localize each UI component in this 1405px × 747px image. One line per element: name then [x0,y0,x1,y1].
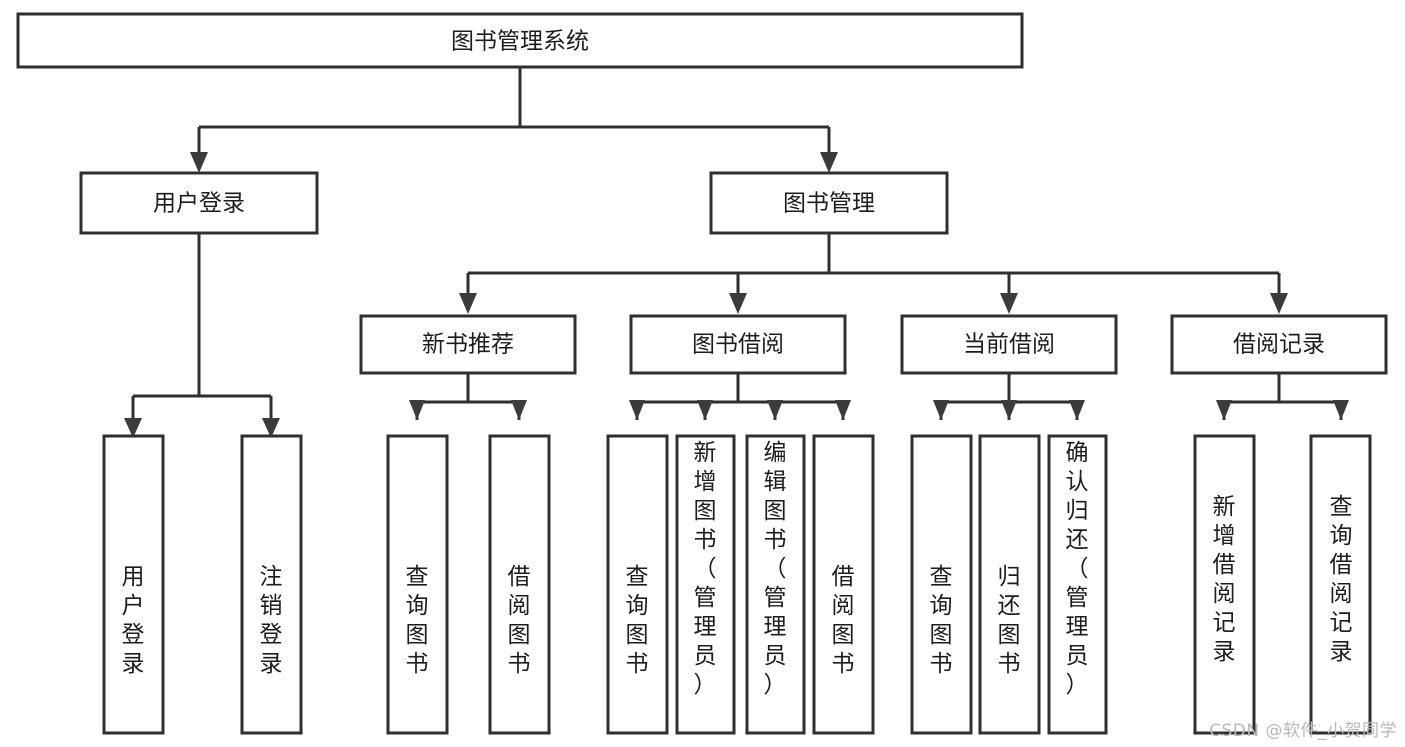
node-leaf-query-book-2[interactable]: 查询图书 [606,434,669,735]
arrowhead-leaf-query-book-2 [629,400,645,420]
arrowhead-leaf-return-book [1001,400,1017,420]
node-leaf-return-book-box[interactable] [978,434,1041,735]
node-leaf-logout-label: 注销登录 [260,564,283,677]
arrowhead-book-manage [820,152,838,173]
node-leaf-add-book-box[interactable] [675,434,736,735]
node-root-box[interactable] [16,12,1024,69]
node-layer: 图书管理系统 用户登录 图书管理 新书推荐 图书借阅 [16,12,1388,735]
node-leaf-add-book[interactable]: 新增图书（管理员） [675,434,736,735]
node-leaf-query-book-1[interactable]: 查询图书 [386,434,449,735]
arrowhead-leaf-borrow-book-2 [835,400,851,420]
node-leaf-return-book-label: 归还图书 [998,564,1021,677]
arrowhead-leaf-query-book-1 [409,400,425,420]
node-leaf-borrow-book-1-box[interactable] [488,434,551,735]
node-borrow-record-label: 借阅记录 [1233,332,1325,358]
node-leaf-edit-book-box[interactable] [745,434,806,735]
node-leaf-borrow-book-2-box[interactable] [812,434,875,735]
node-leaf-add-record[interactable]: 新增借阅记录 [1193,434,1256,735]
node-book-manage-label: 图书管理 [783,191,875,217]
node-leaf-query-book-2-label: 查询图书 [626,564,649,677]
node-leaf-borrow-book-1[interactable]: 借阅图书 [488,434,551,735]
node-leaf-add-record-box[interactable] [1193,434,1256,735]
node-current-borrow-label: 当前借阅 [963,332,1055,358]
node-leaf-edit-book[interactable]: 编辑图书（管理员） [745,434,806,735]
node-leaf-borrow-book-2-label: 借阅图书 [832,564,855,677]
node-leaf-borrow-book-2[interactable]: 借阅图书 [812,434,875,735]
node-leaf-query-book-1-label: 查询图书 [406,564,429,677]
node-leaf-query-book-1-box[interactable] [386,434,449,735]
node-book-manage[interactable]: 图书管理 [709,171,949,235]
node-leaf-logout-box[interactable] [240,434,303,735]
arrowhead-leaf-logout [262,418,280,438]
arrowhead-leaf-borrow-book-1 [511,400,527,420]
node-book-borrow-label: 图书借阅 [692,332,784,358]
node-current-borrow-box[interactable] [900,314,1118,375]
node-user-login[interactable]: 用户登录 [79,171,319,235]
node-leaf-user-login[interactable]: 用户登录 [102,434,165,735]
arrowhead-layer [124,152,1349,438]
node-leaf-user-login-box[interactable] [102,434,165,735]
node-leaf-confirm-return-label: 确认归还（管理员） [1066,440,1089,698]
node-leaf-borrow-book-1-label: 借阅图书 [508,564,531,677]
node-leaf-user-login-label: 用户登录 [122,564,145,677]
node-leaf-query-record-label: 查询借阅记录 [1330,494,1353,665]
node-new-book-rec[interactable]: 新书推荐 [359,314,577,375]
node-leaf-confirm-return[interactable]: 确认归还（管理员） [1047,434,1108,735]
node-leaf-add-book-label: 新增图书（管理员） [694,440,717,698]
arrowhead-leaf-query-book-3 [933,400,949,420]
arrowhead-leaf-user-login [124,418,142,438]
node-user-login-box[interactable] [79,171,319,235]
node-borrow-record-box[interactable] [1170,314,1388,375]
arrowhead-user-login [190,152,208,173]
node-root-label: 图书管理系统 [451,29,589,55]
arrowhead-book-borrow [729,293,747,314]
node-leaf-logout[interactable]: 注销登录 [240,434,303,735]
node-user-login-label: 用户登录 [153,191,245,217]
node-book-borrow[interactable]: 图书借阅 [629,314,847,375]
node-new-book-rec-box[interactable] [359,314,577,375]
arrowhead-borrow-record [1270,293,1288,314]
node-leaf-query-book-3[interactable]: 查询图书 [910,434,973,735]
node-leaf-query-record[interactable]: 查询借阅记录 [1309,434,1372,735]
node-leaf-confirm-return-box[interactable] [1047,434,1108,735]
arrowhead-new-book-rec [459,293,477,314]
node-root[interactable]: 图书管理系统 [16,12,1024,69]
arrowhead-leaf-query-record [1333,400,1349,420]
node-new-book-rec-label: 新书推荐 [422,332,514,358]
node-current-borrow[interactable]: 当前借阅 [900,314,1118,375]
node-leaf-query-book-3-box[interactable] [910,434,973,735]
node-leaf-query-record-box[interactable] [1309,434,1372,735]
node-book-borrow-box[interactable] [629,314,847,375]
arrowhead-leaf-add-book [697,400,713,420]
arrowhead-current-borrow [1000,293,1018,314]
node-borrow-record[interactable]: 借阅记录 [1170,314,1388,375]
node-leaf-return-book[interactable]: 归还图书 [978,434,1041,735]
arrowhead-leaf-add-record [1216,400,1232,420]
node-leaf-add-record-label: 新增借阅记录 [1213,494,1236,665]
node-book-manage-box[interactable] [709,171,949,235]
arrowhead-leaf-confirm-return [1069,400,1085,420]
node-leaf-query-book-3-label: 查询图书 [930,564,953,677]
arrowhead-leaf-edit-book [767,400,783,420]
node-leaf-query-book-2-box[interactable] [606,434,669,735]
node-leaf-edit-book-label: 编辑图书（管理员） [764,440,787,698]
